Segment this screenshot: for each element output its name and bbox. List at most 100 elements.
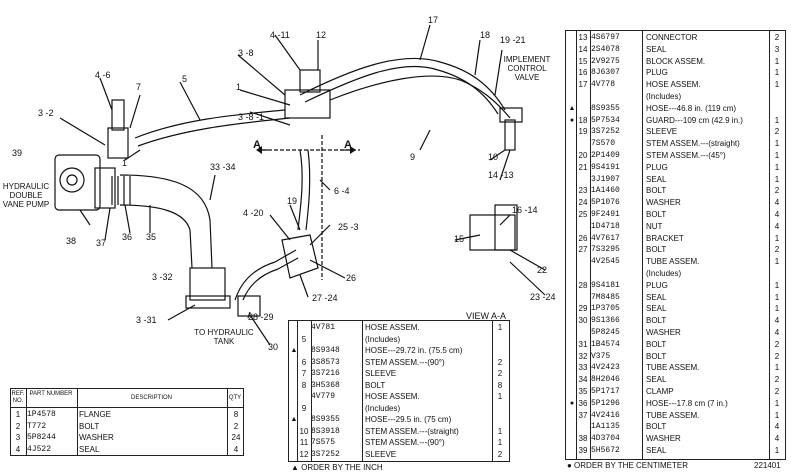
middle-list-footer: ▲ ORDER BY THE INCH <box>291 463 383 472</box>
cell-desc: SEAL <box>79 444 100 454</box>
header-description: DESCRIPTION <box>130 395 172 401</box>
callout-5: 5 <box>182 74 188 84</box>
callout-27-24: 27 -24 <box>312 293 338 303</box>
cell-qty: 4 <box>774 434 780 444</box>
cell-desc: BOLT <box>646 186 667 196</box>
callout-12: 12 <box>316 30 327 40</box>
cell-qty: 1 <box>774 56 780 66</box>
callout-4-20: 4 -20 <box>243 208 264 218</box>
cell-pn: 3S7216 <box>311 369 340 378</box>
cell-qty: 2 <box>774 339 780 349</box>
cell-desc: PLUG <box>646 280 668 290</box>
cell-qty: 1 <box>774 80 780 90</box>
cell-desc: (Includes) <box>365 403 401 413</box>
callout-23-24: 23 -24 <box>530 292 556 302</box>
callout-38: 38 <box>66 236 77 246</box>
cell-desc: SEAL <box>646 375 667 385</box>
cell-ref: 7 <box>301 369 307 378</box>
cell-pn: 5P8244 <box>27 433 56 442</box>
callout-3-8-1: 3 -8 -1 <box>238 112 265 122</box>
cell-desc: PLUG <box>646 68 668 78</box>
callout-15: 15 <box>454 234 465 244</box>
callout-16-14: 16 -14 <box>512 205 538 215</box>
cell-desc: SEAL <box>646 44 667 54</box>
cell-desc: BOLT <box>365 380 386 390</box>
header-qty: QTY <box>228 395 242 401</box>
callout-10: 10 <box>488 152 499 162</box>
right-list-footer: ● ORDER BY THE CENTIMETER <box>567 461 688 470</box>
cell-ref: 30 <box>578 316 588 326</box>
cell-pn: 5H5672 <box>591 446 620 455</box>
cell-pn: 5P1076 <box>591 198 620 208</box>
cell-qty: 2 <box>774 33 780 42</box>
cell-pn: T772 <box>27 421 47 431</box>
cell-pn: 3S8573 <box>311 357 340 367</box>
callout-26: 26 <box>346 273 357 283</box>
callout-6-4: 6 -4 <box>334 186 350 196</box>
cell-desc: SLEEVE <box>646 127 678 137</box>
cell-qty: 2 <box>497 449 503 459</box>
cell-qty: 1 <box>497 323 503 332</box>
cell-ref: 2 <box>15 421 21 431</box>
cell-desc: GUARD---109 cm (42.9 in.) <box>646 115 743 125</box>
cell-qty: 1 <box>497 438 503 447</box>
cell-desc: BOLT <box>79 421 100 431</box>
cell-qty: 1 <box>774 174 780 184</box>
cell-ref: 38 <box>578 434 588 444</box>
parts-row: (Includes) <box>566 91 785 102</box>
cell-ref: 39 <box>578 446 588 455</box>
hose-9-outline <box>329 75 511 119</box>
callout-28-29: 28 -29 <box>248 312 274 322</box>
cell-desc: TUBE ASSEM. <box>646 257 700 267</box>
callout-33-34: 33 -34 <box>210 162 236 172</box>
cell-qty: 1 <box>774 257 780 267</box>
caption-implement-control-valve: IMPLEMENT CONTROL VALVE <box>503 55 551 82</box>
cell-qty: 4 <box>774 198 780 208</box>
cell-pn: 3J1907 <box>591 174 620 184</box>
cell-desc: STEM ASSEM.---(45°) <box>646 151 726 160</box>
figure-code: 221401 <box>754 461 781 470</box>
cell-qty: 2 <box>774 245 780 255</box>
cell-desc: SEAL <box>646 304 667 314</box>
cell-desc: HOSE ASSEM. <box>646 80 701 90</box>
cell-qty: 1 <box>774 139 780 149</box>
callout-7: 7 <box>136 82 142 92</box>
cell-qty: 1 <box>774 162 780 172</box>
callout-3-32: 3 -32 <box>152 272 173 282</box>
cell-desc: BOLT <box>646 339 667 349</box>
parts-row: 9(Includes) <box>289 403 509 414</box>
cell-pn: 8H2046 <box>591 375 620 385</box>
cell-pn: 4V778 <box>591 80 616 90</box>
cell-pn: 4V2423 <box>591 363 620 373</box>
cell-mk: ● <box>569 399 575 407</box>
cell-ref: 35 <box>578 387 588 396</box>
header-ref: REF. NO. <box>11 391 25 404</box>
callout-14-13: 14 -13 <box>488 170 514 180</box>
cell-desc: HOSE---17.8 cm (7 in.) <box>646 398 728 408</box>
section-a-right: A <box>344 139 352 151</box>
cell-pn: 4J522 <box>27 444 52 454</box>
cell-ref: 10 <box>299 426 309 436</box>
pump-body <box>54 154 101 211</box>
cell-desc: SEAL <box>646 292 667 302</box>
cell-desc: WASHER <box>79 433 114 442</box>
